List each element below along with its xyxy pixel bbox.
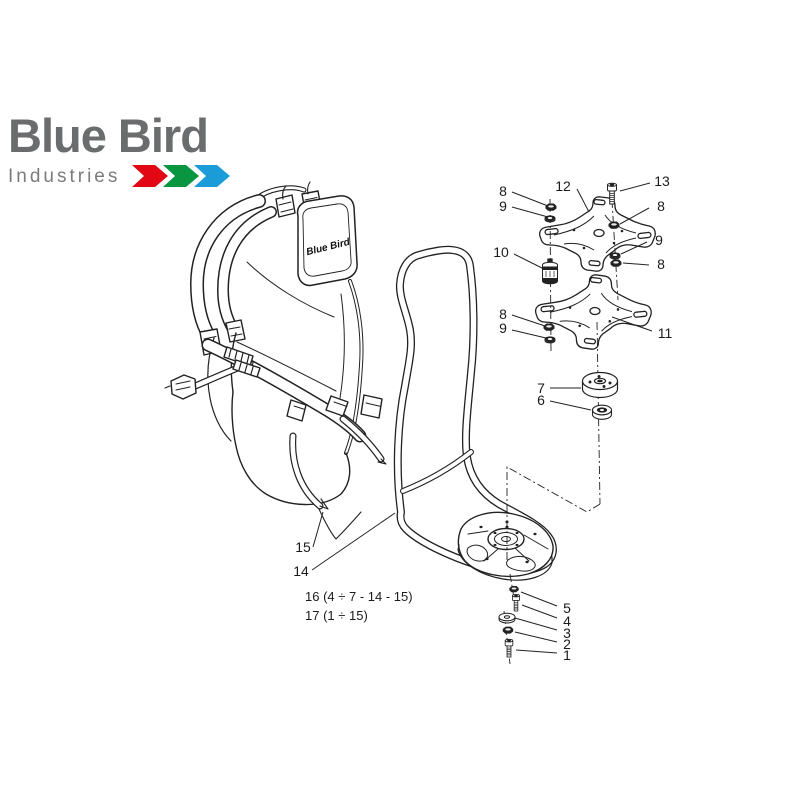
side-release-buckle <box>164 374 197 400</box>
chevron-green-icon <box>163 165 200 187</box>
callout-11: 11 <box>658 325 673 341</box>
callout-8: 8 <box>657 198 665 214</box>
nut-8a <box>545 203 557 211</box>
spacer-7 <box>581 371 619 399</box>
leader-line-8 <box>511 314 546 327</box>
pack-seams <box>236 261 345 399</box>
leader-line-2 <box>514 631 558 643</box>
leader-line-14 <box>311 512 396 571</box>
nut-5 <box>509 586 519 593</box>
callout-1: 1 <box>563 647 571 663</box>
hip-wing <box>207 337 232 442</box>
leader-line-5 <box>520 591 558 607</box>
leader-line-10 <box>513 253 545 270</box>
leader-line-6 <box>549 400 592 411</box>
callout-12: 12 <box>555 178 571 194</box>
callout-9: 9 <box>499 198 507 214</box>
hardware <box>498 182 622 658</box>
assembly-note-2: 17 (1 ÷ 15) <box>305 608 368 623</box>
base-plate <box>457 511 554 581</box>
leader-line-8 <box>511 191 549 207</box>
logo-chevrons-icon <box>132 165 231 187</box>
callout-9: 9 <box>499 320 507 336</box>
screw-4 <box>512 593 520 612</box>
leader-line-9 <box>620 241 648 255</box>
nut-8c <box>610 259 622 267</box>
callout-8: 8 <box>657 256 665 272</box>
nut-8d <box>543 323 555 331</box>
callout-2: 2 <box>563 636 571 652</box>
callout-14: 14 <box>293 563 309 579</box>
frame-14 <box>393 245 557 581</box>
rubber-mount-10 <box>542 258 558 285</box>
base-plate-boss <box>487 527 525 551</box>
webbing-loop <box>360 394 383 419</box>
assembly-note-1: 16 (4 ÷ 7 - 14 - 15) <box>305 589 413 604</box>
dangling-straps <box>286 395 387 510</box>
callout-3: 3 <box>563 625 571 641</box>
callout-13: 13 <box>654 173 670 189</box>
leader-line-9 <box>511 206 549 218</box>
bearing-6 <box>591 404 613 420</box>
leader-line-1 <box>515 649 558 654</box>
chevron-red-icon <box>132 165 169 187</box>
leader-line-13 <box>619 182 651 192</box>
leader-line-12 <box>576 188 590 213</box>
base-plate-spokes <box>467 530 549 562</box>
backpack-harness: Blue Bird <box>164 181 387 540</box>
callout-7: 7 <box>537 380 545 396</box>
callout-5: 5 <box>563 600 571 616</box>
logo-brand: Blue Bird <box>8 109 209 162</box>
leader-line-9 <box>511 329 547 339</box>
leader-line-3 <box>514 617 558 631</box>
callout-9: 9 <box>655 232 663 248</box>
leader-line-8 <box>622 262 650 266</box>
leader-line-11 <box>611 316 653 332</box>
leader-line-4 <box>521 604 558 619</box>
leader-line-8 <box>619 207 650 225</box>
callout-4: 4 <box>563 613 571 629</box>
screw-1 <box>504 638 514 658</box>
callout-8: 8 <box>499 306 507 322</box>
callout-6: 6 <box>537 392 545 408</box>
nut-2 <box>502 626 514 634</box>
logo: Blue Bird Industries <box>8 112 232 189</box>
leader-line-15 <box>312 511 324 548</box>
strap-adjusters <box>223 346 261 378</box>
pack-bottom-corner <box>318 508 362 540</box>
washer-9b <box>609 252 621 260</box>
washer-9d <box>544 336 556 344</box>
callout-8: 8 <box>499 183 507 199</box>
chevron-blue-icon <box>194 165 231 187</box>
back-pad: Blue Bird <box>296 195 358 287</box>
callout-15: 15 <box>295 539 311 555</box>
pack-bottom <box>231 391 351 506</box>
plate-12 <box>539 196 656 272</box>
washer-3 <box>498 612 516 624</box>
callout-10: 10 <box>493 244 509 260</box>
logo-subtitle: Industries <box>8 165 121 187</box>
